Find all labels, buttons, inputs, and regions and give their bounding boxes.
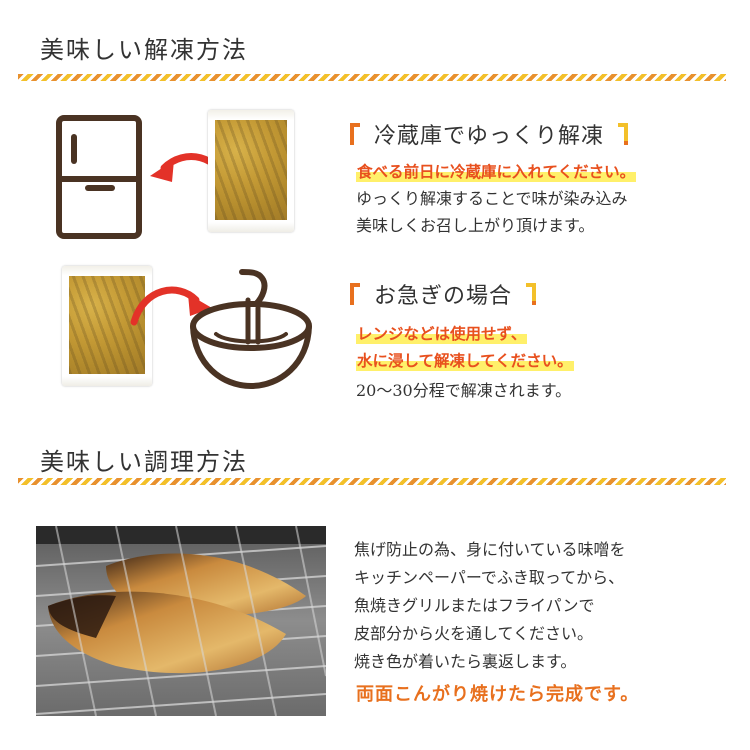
cooking-line-4: 皮部分から火を通してください。: [354, 624, 594, 643]
grilled-fish-photo: [36, 526, 326, 716]
section-title-thawing: 美味しい解凍方法: [40, 36, 248, 64]
method1-line-1: ゆっくり解凍することで味が染み込み: [356, 189, 628, 208]
method1-heading: 冷蔵庫でゆっくり解凍: [348, 118, 630, 150]
divider: [18, 74, 726, 81]
cooking-line-5: 焼き色が着いたら裏返します。: [354, 652, 577, 671]
bowl-with-water-icon: [190, 269, 312, 390]
bracket-right-icon: [618, 123, 629, 145]
method1-highlight: 食べる前日に冷蔵庫に入れてください。: [356, 160, 637, 182]
cooking-final: 両面こんがり焼けたら完成です。: [356, 684, 640, 705]
refrigerator-icon: [56, 115, 142, 239]
divider: [18, 478, 726, 485]
method2-heading: お急ぎの場合: [348, 278, 538, 310]
product-pouch-image: [208, 110, 294, 232]
method1-heading-label: 冷蔵庫でゆっくり解凍: [374, 124, 605, 149]
cooking-line-2: キッチンペーパーでふき取ってから、: [354, 568, 625, 587]
bracket-left-icon: [350, 123, 360, 145]
curved-arrow-icon: [130, 286, 212, 326]
bracket-right-icon: [526, 283, 537, 305]
section-title-cooking: 美味しい調理方法: [40, 448, 248, 476]
method1-line-2: 美味しくお召し上がり頂けます。: [356, 216, 595, 235]
method2-line: 20〜30分程で解凍されます。: [356, 381, 572, 400]
method2-highlight-1: レンジなどは使用せず、: [356, 322, 528, 344]
cooking-line-1: 焦げ防止の為、身に付いている味噌を: [354, 540, 626, 559]
cooking-line-3: 魚焼きグリルまたはフライパンで: [354, 596, 595, 615]
method2-highlight-2: 水に浸して解凍してください。: [356, 349, 574, 371]
method2-heading-label: お急ぎの場合: [374, 284, 513, 309]
bracket-left-icon: [350, 283, 360, 305]
